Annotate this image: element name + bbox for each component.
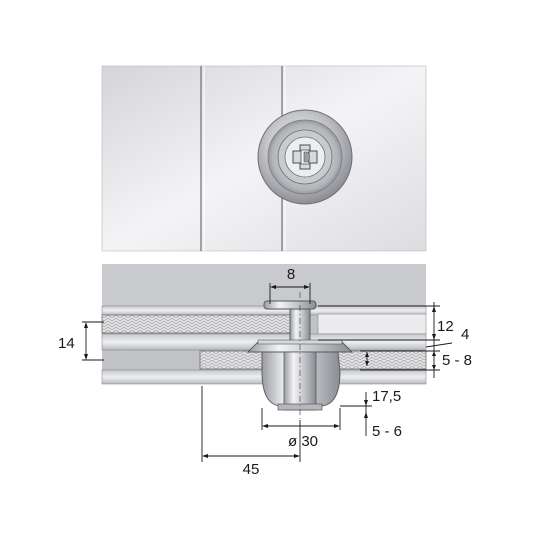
left-glass-panel xyxy=(101,314,293,334)
dim-left-panel-label: 14 xyxy=(58,335,75,352)
pin-head xyxy=(263,300,317,310)
dimensions: 8 12 4 5 - 8 14 17,5 xyxy=(58,266,472,478)
front-view xyxy=(101,65,427,252)
dim-pin-width-label: 8 xyxy=(287,266,295,283)
upper-channel xyxy=(317,313,427,335)
dim-flange-range-label: 5 - 6 xyxy=(372,423,402,440)
lock-cylinder-icon xyxy=(257,109,353,205)
dim-top-gap-label: 12 xyxy=(437,318,454,335)
section-view xyxy=(101,264,427,420)
dim-panel-gap-label: 4 xyxy=(461,326,469,343)
dim-body-diameter-label: ø 30 xyxy=(288,433,318,450)
dim-body-height-label: 17,5 xyxy=(372,388,401,405)
dim-edge-offset-label: 45 xyxy=(243,461,260,478)
dim-glass-thickness-label: 5 - 8 xyxy=(442,352,472,369)
